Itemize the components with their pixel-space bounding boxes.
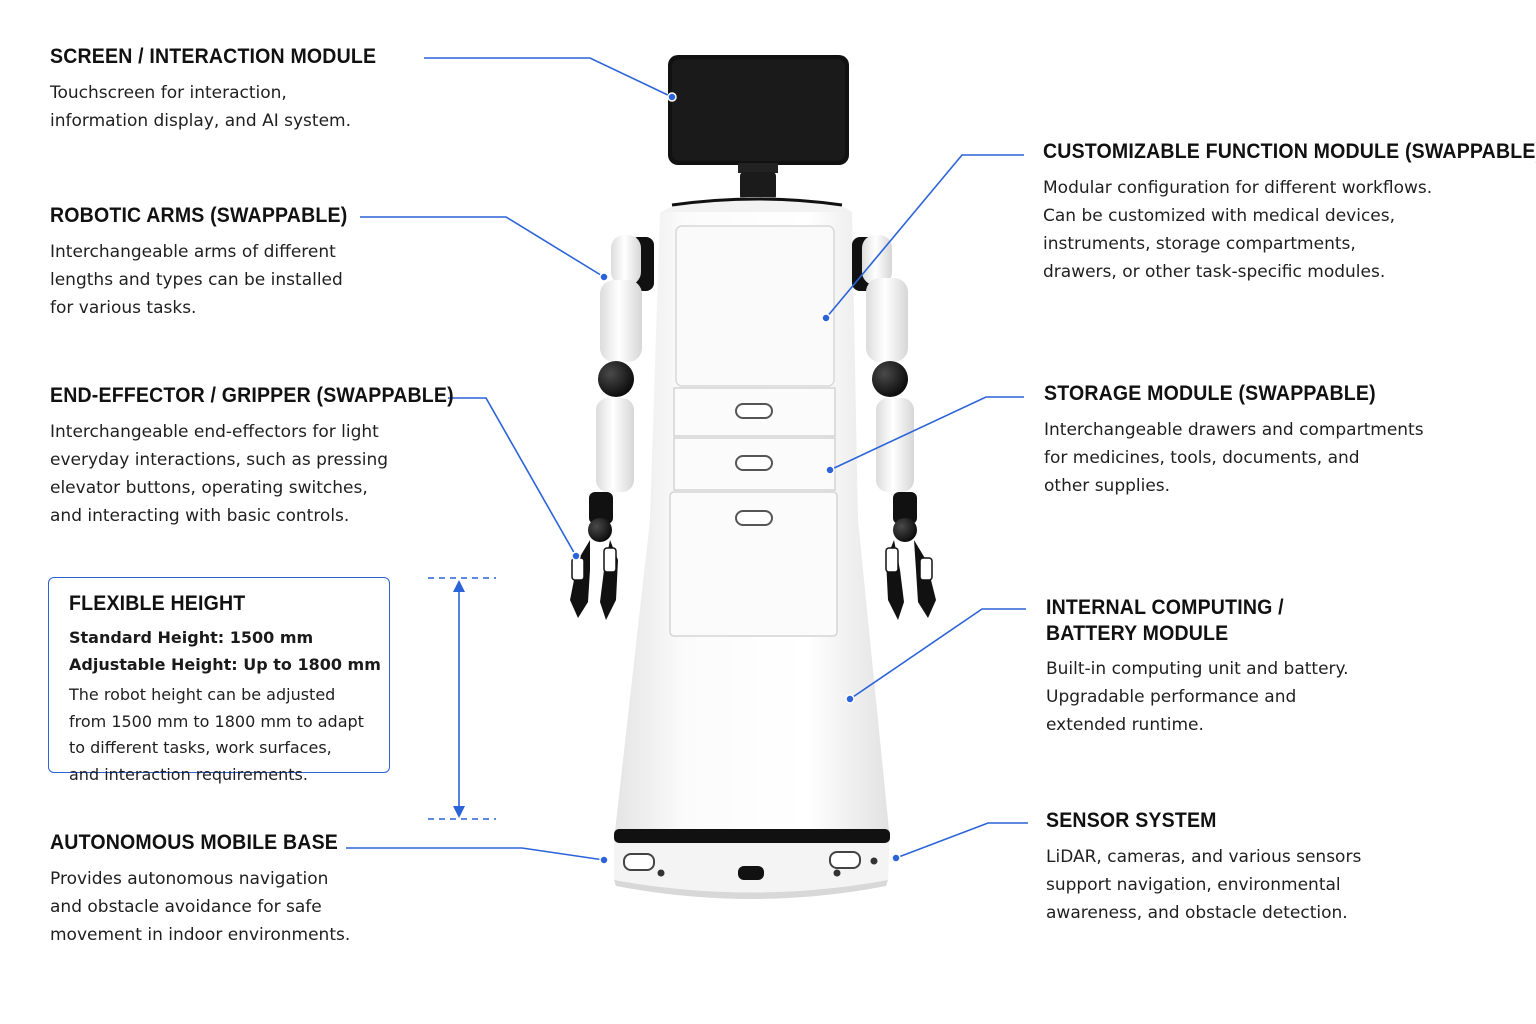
annotation-text: LiDAR, cameras, and various sensors supp… xyxy=(1046,847,1362,923)
annotation-screen: SCREEN / INTERACTION MODULE Touchscreen … xyxy=(50,45,401,135)
annotation-text: Modular configuration for different work… xyxy=(1043,178,1433,282)
annotation-text: Provides autonomous navigation and obsta… xyxy=(50,869,351,945)
annotation-text: Interchangeable end-effectors for light … xyxy=(50,422,389,526)
standard-height-spec: Standard Height: 1500 mm xyxy=(69,628,314,647)
annotation-text: The robot height can be adjusted from 15… xyxy=(69,685,364,784)
leader-lines xyxy=(346,57,1028,861)
annotation-text: Interchangeable drawers and compartments… xyxy=(1044,420,1424,496)
storage-drawers xyxy=(669,387,838,637)
function-module-panel xyxy=(675,225,835,387)
annotation-title: CUSTOMIZABLE FUNCTION MODULE (SWAPPABLE) xyxy=(1043,140,1536,163)
annotation-flexible-height: FLEXIBLE HEIGHT Standard Height: 1500 mm… xyxy=(48,577,390,784)
annotation-title: SCREEN / INTERACTION MODULE xyxy=(50,45,377,68)
annotation-storage-module: STORAGE MODULE (SWAPPABLE) Interchangeab… xyxy=(1044,382,1424,500)
annotation-function-module: CUSTOMIZABLE FUNCTION MODULE (SWAPPABLE)… xyxy=(1043,140,1536,286)
annotation-title: SENSOR SYSTEM xyxy=(1046,809,1217,832)
annotation-title: AUTONOMOUS MOBILE BASE xyxy=(50,831,339,854)
annotation-title: INTERNAL COMPUTING / BATTERY MODULE xyxy=(1046,596,1284,645)
annotation-sensor-system: SENSOR SYSTEM LiDAR, cameras, and variou… xyxy=(1046,809,1361,927)
right-arm xyxy=(852,235,936,620)
mobile-base xyxy=(614,829,890,899)
adjustable-height-spec: Adjustable Height: Up to 1800 mm xyxy=(69,655,381,674)
annotation-robotic-arms: ROBOTIC ARMS (SWAPPABLE) Interchangeable… xyxy=(50,204,370,322)
screen-module xyxy=(668,55,849,200)
height-dimension-marker xyxy=(428,577,496,820)
leader-dots xyxy=(571,92,901,865)
annotation-text: Built-in computing unit and battery. Upg… xyxy=(1046,659,1349,735)
annotation-title: END-EFFECTOR / GRIPPER (SWAPPABLE) xyxy=(50,384,454,407)
annotation-title: FLEXIBLE HEIGHT xyxy=(69,592,246,615)
annotation-text: Touchscreen for interaction, information… xyxy=(50,83,351,131)
annotation-title: STORAGE MODULE (SWAPPABLE) xyxy=(1044,382,1376,405)
annotation-title: ROBOTIC ARMS (SWAPPABLE) xyxy=(50,204,348,227)
annotation-computing-battery: INTERNAL COMPUTING / BATTERY MODULE Buil… xyxy=(1046,595,1349,739)
annotation-text: Interchangeable arms of different length… xyxy=(50,242,343,318)
left-arm xyxy=(570,235,654,620)
annotation-gripper: END-EFFECTOR / GRIPPER (SWAPPABLE) Inter… xyxy=(50,384,484,530)
annotation-mobile-base: AUTONOMOUS MOBILE BASE Provides autonomo… xyxy=(50,831,360,949)
